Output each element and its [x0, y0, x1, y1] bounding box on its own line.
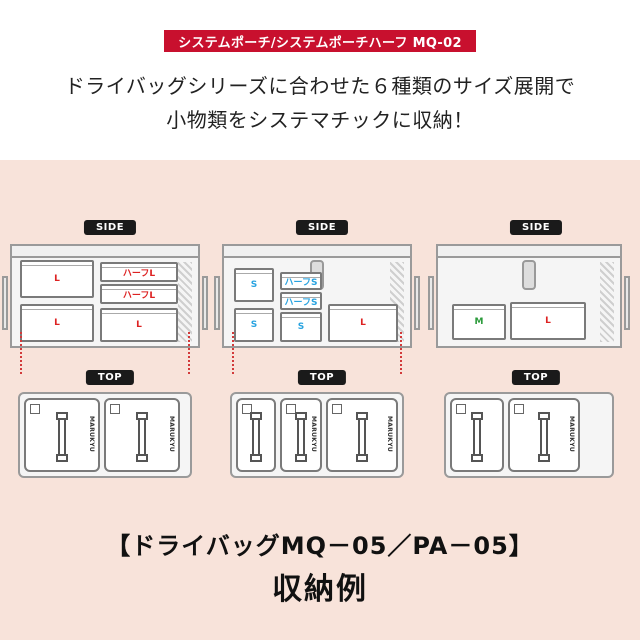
pouch-top: MARUKYU	[508, 398, 580, 472]
product-title: 【ドライバッグMQ－05／PA－05】	[106, 532, 534, 560]
pouch-box: ハーフL	[100, 284, 178, 304]
pouch-box: L	[20, 260, 94, 298]
pouch-handle	[471, 412, 483, 462]
pouch-top: MARUKYU	[104, 398, 180, 472]
bag-handle	[202, 276, 208, 330]
section-title: 収納例	[272, 572, 368, 607]
diagram-section: SIDE L ハーフL ハーフL L L TOP MARUKYU MARUKYU	[0, 160, 640, 640]
pouch-box: L	[510, 302, 586, 340]
panel-1: SIDE L ハーフL ハーフL L L TOP MARUKYU MARUKYU	[2, 220, 210, 480]
top-label: TOP	[297, 370, 347, 385]
product-banner: システムポーチ/システムポーチハーフ MQ-02	[164, 30, 476, 52]
pouch-handle	[356, 412, 368, 462]
headline-line-2: 小物類をシステマチックに収納！	[166, 108, 474, 132]
pouch-top: MARUKYU	[24, 398, 100, 472]
side-label: SIDE	[83, 220, 137, 235]
side-label: SIDE	[295, 220, 349, 235]
pouch-box: L	[100, 308, 178, 342]
pouch-box: S	[234, 308, 274, 342]
headline-line-1: ドライバッグシリーズに合わせた６種類のサイズ展開で	[64, 74, 576, 98]
pouch-top	[450, 398, 504, 472]
panel-2: SIDE S ハーフS ハーフS S S L TOP MARUKYU	[214, 220, 422, 480]
pouch-handle	[250, 412, 262, 462]
pouch-box: M	[452, 304, 506, 340]
bag-handle	[214, 276, 220, 330]
pouch-box: ハーフS	[280, 272, 322, 290]
pouch-handle	[136, 412, 148, 462]
pouch-handle	[538, 412, 550, 462]
top-label: TOP	[511, 370, 561, 385]
pouch-box: L	[328, 304, 398, 342]
brand-logo: MARUKYU	[88, 416, 95, 453]
pouch-top	[236, 398, 276, 472]
bag-handle	[428, 276, 434, 330]
panel-3: SIDE M L TOP MARUKYU	[428, 220, 636, 480]
pouch-box: S	[280, 312, 322, 342]
drybag-side-view: S ハーフS ハーフS S S L	[214, 244, 420, 348]
header-section: システムポーチ/システムポーチハーフ MQ-02 ドライバッグシリーズに合わせた…	[0, 0, 640, 160]
pouch-box: ハーフL	[100, 262, 178, 282]
top-label: TOP	[85, 370, 135, 385]
bag-handle	[414, 276, 420, 330]
zipper-icon	[522, 260, 536, 290]
bag-handle	[624, 276, 630, 330]
drybag-top-view: MARUKYU MARUKYU	[230, 392, 404, 478]
pouch-box: ハーフS	[280, 292, 322, 310]
brand-logo: MARUKYU	[386, 416, 393, 453]
drybag-side-view: L ハーフL ハーフL L L	[2, 244, 208, 348]
pouch-handle	[56, 412, 68, 462]
bag-handle	[2, 276, 8, 330]
pouch-box: L	[20, 304, 94, 342]
pouch-top: MARUKYU	[326, 398, 398, 472]
brand-logo: MARUKYU	[168, 416, 175, 453]
drybag-top-view: MARUKYU	[444, 392, 614, 478]
brand-logo: MARUKYU	[310, 416, 317, 453]
drybag-top-view: MARUKYU MARUKYU	[18, 392, 192, 478]
brand-logo: MARUKYU	[568, 416, 575, 453]
side-label: SIDE	[509, 220, 563, 235]
pouch-handle	[295, 412, 307, 462]
pouch-top: MARUKYU	[280, 398, 322, 472]
drybag-side-view: M L	[428, 244, 630, 348]
pouch-box: S	[234, 268, 274, 302]
